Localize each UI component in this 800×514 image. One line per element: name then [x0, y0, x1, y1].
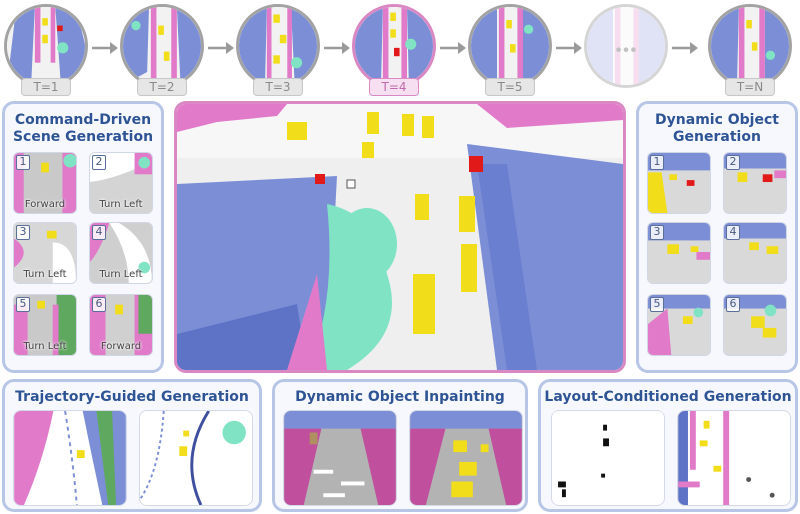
- command-thumb-3[interactable]: 3 Turn Left: [13, 222, 77, 284]
- inpainting-panel: Dynamic Object Inpainting: [272, 379, 528, 512]
- arrow-right-icon: [556, 42, 582, 54]
- command-thumb-4[interactable]: 4 Turn Left: [89, 222, 153, 284]
- scene-thumbnail: [123, 7, 201, 85]
- command-thumb-1[interactable]: 1 Forward: [13, 152, 77, 214]
- arrow-right-icon: [92, 42, 118, 54]
- scene-thumbnail: [711, 7, 789, 85]
- timeline-frame-1[interactable]: [4, 4, 88, 88]
- scene-image: [14, 411, 126, 505]
- command-label: Turn Left: [99, 199, 143, 210]
- command-label: Forward: [24, 199, 66, 210]
- command-thumb-2[interactable]: 2 Turn Left: [89, 152, 153, 214]
- thumb-number: 6: [92, 297, 106, 312]
- scene-thumbnail: [90, 223, 152, 283]
- scene-thumbnail: [14, 295, 76, 355]
- panel-title: Dynamic Object Inpainting: [295, 389, 505, 405]
- thumb-number: 6: [726, 297, 740, 312]
- arrow-right-icon: [440, 42, 466, 54]
- command-thumb-6[interactable]: 6 Forward: [89, 294, 153, 356]
- panel-title-line2: Scene Generation: [12, 129, 154, 145]
- arrow-right-icon: [324, 42, 350, 54]
- thumb-number: 4: [92, 225, 106, 240]
- thumb-number: 5: [650, 297, 664, 312]
- dynamic-thumb-1[interactable]: 1: [647, 152, 711, 214]
- timeline-label: T=3: [253, 78, 303, 96]
- command-thumb-5[interactable]: 5 Turn Left: [13, 294, 77, 356]
- trajectory-image-1[interactable]: [13, 410, 127, 506]
- timeline-frame-4[interactable]: [352, 4, 436, 88]
- scene-thumbnail: [239, 7, 317, 85]
- scene-thumbnail: [355, 7, 433, 85]
- arrow-right-icon: [672, 42, 698, 54]
- thumb-number: 1: [16, 155, 30, 170]
- panel-title-line1: Dynamic Object: [655, 112, 779, 128]
- scene-thumbnail: [14, 223, 76, 283]
- dynamic-thumb-4[interactable]: 4: [723, 222, 787, 284]
- dynamic-thumb-3[interactable]: 3: [647, 222, 711, 284]
- trajectory-guided-panel: Trajectory-Guided Generation: [2, 379, 262, 512]
- voxel-scene-image: [177, 104, 623, 370]
- command-label: Turn Left: [23, 341, 67, 352]
- command-driven-panel: Command-Driven Scene Generation 1 Forwar…: [2, 101, 164, 373]
- timeline-label: T=1: [21, 78, 71, 96]
- panel-title-line2: Generation: [673, 129, 761, 145]
- dynamic-thumb-6[interactable]: 6: [723, 294, 787, 356]
- thumb-number: 5: [16, 297, 30, 312]
- dynamic-object-panel: Dynamic Object Generation 1 2 3 4 5 6: [636, 101, 798, 373]
- timeline-frame-2[interactable]: [120, 4, 204, 88]
- timeline: T=1 T=2 T=3: [0, 0, 800, 100]
- scene-thumbnail: [14, 153, 76, 213]
- thumb-number: 3: [16, 225, 30, 240]
- panel-title-line1: Command-Driven: [14, 112, 152, 128]
- command-label: Turn Left: [23, 269, 67, 280]
- layout-output-image[interactable]: [677, 410, 791, 506]
- scene-thumbnail: [471, 7, 549, 85]
- timeline-frame-3[interactable]: [236, 4, 320, 88]
- scene-image: [284, 411, 396, 505]
- scene-thumbnail: [7, 7, 85, 85]
- layout-input-image[interactable]: [551, 410, 665, 506]
- dynamic-thumb-5[interactable]: 5: [647, 294, 711, 356]
- faded-scene-thumbnail: [587, 7, 665, 85]
- panel-title: Trajectory-Guided Generation: [15, 389, 249, 405]
- command-label: Forward: [100, 341, 142, 352]
- timeline-frame-ellipsis: [584, 4, 668, 88]
- thumb-number: 2: [92, 155, 106, 170]
- arrow-right-icon: [208, 42, 234, 54]
- inpainting-after-image[interactable]: [409, 410, 523, 506]
- timeline-label: T=4: [369, 78, 419, 96]
- layout-map-image: [552, 411, 664, 505]
- trajectory-image-2[interactable]: [139, 410, 253, 506]
- thumb-number: 3: [650, 225, 664, 240]
- thumb-number: 4: [726, 225, 740, 240]
- dynamic-thumb-2[interactable]: 2: [723, 152, 787, 214]
- scene-image: [140, 411, 252, 505]
- timeline-label: T=5: [485, 78, 535, 96]
- timeline-frame-5[interactable]: [468, 4, 552, 88]
- timeline-label: T=N: [725, 78, 775, 96]
- layout-conditioned-panel: Layout-Conditioned Generation: [538, 379, 798, 512]
- scene-image: [678, 411, 790, 505]
- thumb-number: 1: [650, 155, 664, 170]
- main-scene-view[interactable]: [174, 101, 626, 373]
- panel-title: Layout-Conditioned Generation: [544, 389, 792, 405]
- timeline-frame-n[interactable]: [708, 4, 792, 88]
- inpainting-before-image[interactable]: [283, 410, 397, 506]
- timeline-label: T=2: [137, 78, 187, 96]
- command-label: Turn Left: [99, 269, 143, 280]
- thumb-number: 2: [726, 155, 740, 170]
- scene-image: [410, 411, 522, 505]
